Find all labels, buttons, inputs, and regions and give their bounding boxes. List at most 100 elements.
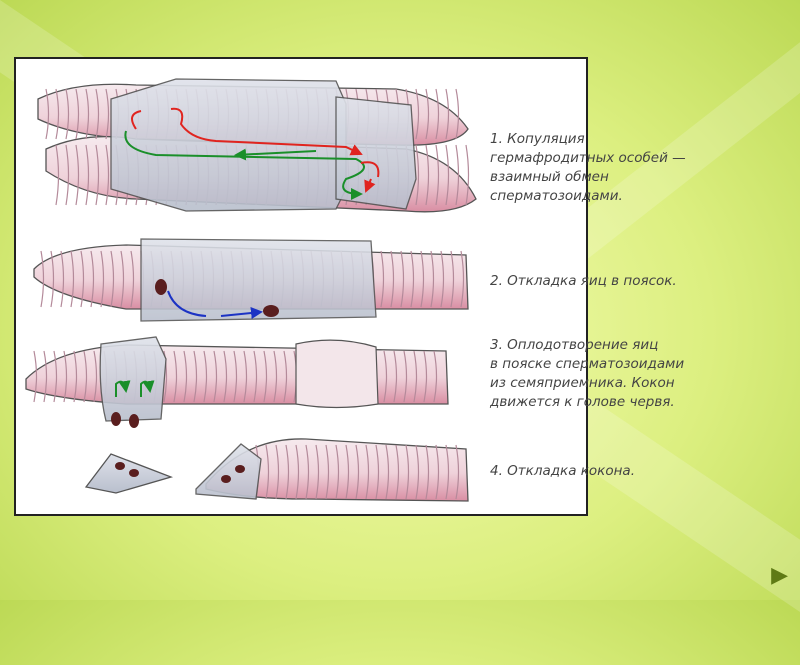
worm-segment-ring	[213, 350, 218, 403]
diagram-panel	[14, 57, 588, 516]
worm-segment-ring	[275, 444, 280, 500]
worm-segment-ring	[400, 250, 405, 308]
egg	[111, 412, 121, 426]
earthworm-reproduction-diagram	[25, 78, 477, 502]
worm-segment-ring	[90, 250, 95, 308]
worm-segment-ring	[440, 250, 445, 308]
worm-segment-ring	[83, 350, 88, 403]
sperm-flow-green	[124, 130, 365, 200]
worm-segment-ring	[460, 250, 465, 308]
worm-segment-ring	[33, 350, 38, 403]
worm-segment-ring	[415, 444, 420, 500]
egg	[221, 475, 231, 483]
worm-segment-ring	[385, 444, 390, 500]
worm-segment-ring	[433, 350, 438, 403]
worm-segment-ring	[415, 144, 420, 206]
sperm-flow-red	[131, 107, 361, 154]
worm-segment-ring	[430, 250, 435, 308]
caption-step1: 1. Копуляция гермафродитных особей — вза…	[490, 131, 686, 204]
worm-segment-ring	[445, 88, 450, 140]
worm-segment-ring	[85, 88, 90, 140]
worm-segment-ring	[95, 88, 100, 140]
worm-segment-ring	[120, 250, 125, 308]
worm-segment-ring	[63, 350, 68, 403]
egg	[129, 414, 139, 428]
worm-segment-ring	[273, 350, 278, 403]
worm-segment-ring	[243, 350, 248, 403]
worm-segment-ring	[425, 144, 430, 206]
worm-segment-ring	[75, 144, 80, 206]
worm-segment-ring	[423, 350, 428, 403]
worm-segment-ring	[105, 144, 110, 206]
worm-segment-ring	[55, 144, 60, 206]
worm-segment-ring	[130, 250, 135, 308]
egg	[155, 279, 167, 295]
egg-path-blue	[167, 290, 261, 316]
worm-segment-ring	[263, 350, 268, 403]
worm-segment-ring	[450, 250, 455, 308]
worm-segment-ring	[43, 350, 48, 403]
worm-segment-ring	[365, 444, 370, 500]
worm-segment-ring	[435, 88, 440, 140]
worm-segment-ring	[253, 350, 258, 403]
worm-segment-ring	[345, 444, 350, 500]
worm-segment-ring	[95, 144, 100, 206]
egg	[129, 469, 139, 477]
caption-step3: 3. Оплодотворение яиц в пояске сперматоз…	[490, 337, 685, 410]
worm-segment-ring	[75, 88, 80, 140]
worm-segment-ring	[383, 350, 388, 403]
worm-segment-ring	[85, 144, 90, 206]
caption-step2: 2. Откладка яиц в поясок.	[490, 273, 677, 289]
worm-segment-ring	[465, 144, 470, 206]
egg	[263, 305, 279, 317]
worm-segment-ring	[110, 250, 115, 308]
worm-segment-ring	[420, 250, 425, 308]
play-triangle-icon[interactable]: ▶	[771, 563, 788, 588]
step1-copulation-illustration	[37, 78, 477, 213]
worm-segment-ring	[70, 250, 75, 308]
worm-segment-ring	[65, 144, 70, 206]
worm-segment-ring	[425, 88, 430, 140]
worm-segment-ring	[73, 350, 78, 403]
worm-segment-ring	[173, 350, 178, 403]
worm-segment-ring	[403, 350, 408, 403]
worm-segment-ring	[445, 444, 450, 500]
worm-segment-ring	[80, 250, 85, 308]
worm-segment-ring	[395, 444, 400, 500]
worm-segment-ring	[393, 350, 398, 403]
worm-segment-ring	[60, 250, 65, 308]
worm-segment-ring	[435, 444, 440, 500]
egg	[235, 465, 245, 473]
worm-segment-ring	[285, 444, 290, 500]
clitellum-step2	[140, 238, 377, 322]
worm-segment-ring	[233, 350, 238, 403]
worm-segment-ring	[390, 250, 395, 308]
worm-segment-ring	[445, 144, 450, 206]
worm-segment-ring	[410, 250, 415, 308]
worm-segment-ring	[183, 350, 188, 403]
worm-segment-ring	[65, 88, 70, 140]
worm-segment-ring	[305, 444, 310, 500]
worm-segment-ring	[105, 88, 110, 140]
worm-segment-ring	[203, 350, 208, 403]
worm-segment-ring	[413, 350, 418, 403]
worm-segment-ring	[425, 444, 430, 500]
worm-segment-ring	[93, 350, 98, 403]
worm-segment-ring	[295, 444, 300, 500]
cocoon-release-belt	[195, 443, 262, 500]
worm-segment-ring	[405, 444, 410, 500]
worm-segment-ring	[380, 250, 385, 308]
worm-segment-ring	[265, 444, 270, 500]
worm-segment-ring	[355, 444, 360, 500]
cocoon	[84, 453, 174, 494]
worm-segment-ring	[283, 350, 288, 403]
cocoon-belt-step3	[99, 336, 167, 422]
worm-segment-ring	[435, 144, 440, 206]
worm-segment-ring	[455, 88, 460, 140]
worm-segment-ring	[55, 88, 60, 140]
worm-segment-ring	[40, 250, 45, 308]
worm-segment-ring	[335, 444, 340, 500]
worm-segment-ring	[315, 444, 320, 500]
clitellum-step3	[295, 339, 379, 409]
worm-segment-ring	[455, 444, 460, 500]
